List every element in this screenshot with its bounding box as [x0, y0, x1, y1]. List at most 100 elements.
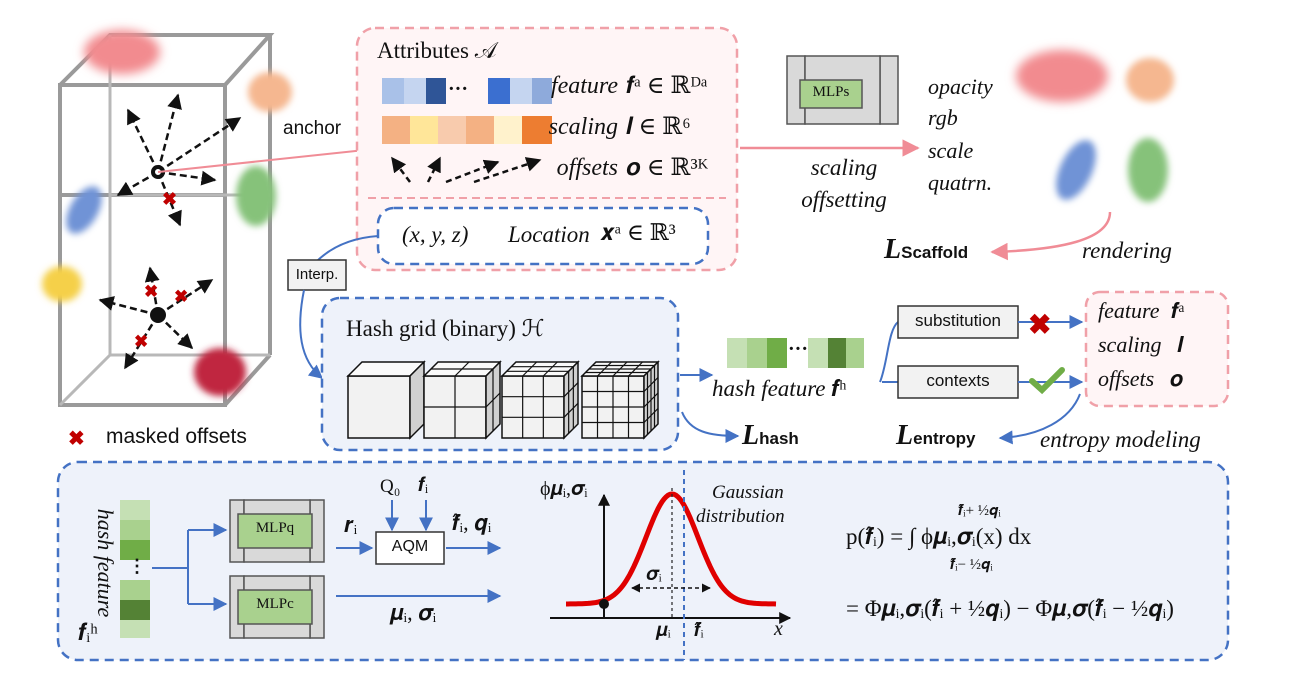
attributes-title: Attributes 𝒜: [377, 38, 497, 63]
fhat-label: 𝒇̂ᵢ: [694, 620, 704, 641]
location-math: 𝒙ᵃ ∈ ℝ³: [600, 220, 676, 245]
hash-cube-4: [580, 360, 660, 440]
scaling-label: scaling: [810, 155, 878, 180]
loss-entropy-main: L: [896, 420, 914, 451]
location-name: Location: [508, 222, 590, 247]
contexts-label: contexts: [926, 371, 990, 390]
output-opacity: opacity: [928, 74, 993, 99]
fih-label: 𝒇ᵢʰ: [78, 620, 98, 646]
svg-text:✖: ✖: [174, 287, 188, 307]
entropy-modeling-label: entropy modeling: [1040, 427, 1201, 452]
right-attr-feature: feature 𝒇ᵃ: [1098, 298, 1185, 324]
bottom-anchor-offsets: [98, 266, 214, 370]
offsets-math: 𝒐 ∈ ℝ³ᴷ: [626, 155, 709, 181]
right-attr-offsets: offsets 𝒐: [1098, 366, 1183, 392]
hash-grid-cubes: [346, 360, 660, 440]
right-attr-offsets-math: 𝒐: [1169, 366, 1184, 391]
right-attributes-box: [1084, 290, 1230, 408]
bottom-feature-column: [120, 500, 150, 638]
feature-bar: [382, 78, 552, 104]
scaling-name: scaling: [548, 114, 618, 140]
right-attr-scaling-name: scaling: [1098, 332, 1162, 357]
right-attr-scaling: scaling 𝒍: [1098, 332, 1183, 358]
aqm-box: [375, 531, 445, 565]
anchor-label: anchor: [283, 118, 342, 139]
substitution-label: substitution: [915, 311, 1001, 330]
mlp-c-label: MLPc: [256, 596, 294, 612]
eq2: = Φ𝝁ᵢ,𝝈ᵢ(𝒇̂ᵢ + ½𝒒ᵢ) − Φ𝝁,𝝈(𝒇̂ᵢ − ½𝒒ᵢ): [846, 596, 1174, 621]
svg-text:✖: ✖: [144, 282, 158, 302]
voxel-boxes: [58, 33, 275, 407]
offsetting-label: offsetting: [801, 187, 887, 212]
interp-line-out: [299, 289, 324, 379]
phi-axis-label: ϕ𝝁ᵢ,𝝈ᵢ: [540, 478, 588, 500]
hash-cube-1: [346, 360, 426, 440]
feature-name: feature: [550, 73, 618, 99]
anchor-link: [157, 149, 366, 173]
fhat-q-label: 𝒇̂ᵢ, 𝒒ᵢ: [452, 510, 492, 535]
loss-scaffold: LScaffold: [884, 234, 968, 266]
interp-line-in: [315, 235, 379, 263]
mu-sigma-label: 𝝁ᵢ, 𝝈ᵢ: [390, 600, 437, 625]
hash-loss-arrow: [681, 411, 740, 443]
offset-arrows: [391, 156, 542, 184]
hash-cube-3: [500, 360, 580, 440]
q0-label: Q₀: [380, 476, 401, 497]
aqm-label: AQM: [391, 538, 429, 555]
interp-box: [287, 259, 347, 291]
right-gaussians: [1016, 50, 1174, 202]
eq1: p(𝒇̂ᵢ) = ∫ ϕ𝝁ᵢ,𝝈ᵢ(x) dx: [846, 524, 1032, 549]
hash-feature-label: hash feature 𝒇ʰ: [712, 376, 847, 402]
mlp-q-label: MLPq: [255, 520, 295, 536]
loss-hash-sub: hash: [759, 429, 799, 448]
hash-feature-vertical: hash feature: [93, 508, 118, 618]
contexts-box: [897, 365, 1019, 399]
loss-hash-main: L: [742, 420, 760, 451]
scaling-math: 𝒍 ∈ ℝ⁶: [626, 114, 691, 140]
hash-feature-ellipsis: ···: [788, 338, 809, 360]
svg-text:✖: ✖: [134, 332, 148, 352]
top-anchor-offsets: [116, 93, 242, 227]
hash-cube-2: [422, 360, 502, 440]
right-attr-feature-math: 𝒇ᵃ: [1171, 298, 1185, 323]
hash-feature-name: hash feature: [712, 376, 826, 401]
x-axis-label: x: [774, 618, 783, 640]
loss-entropy-sub: entropy: [913, 429, 976, 448]
scaling-bar: [382, 116, 552, 144]
loss-scaffold-sub: Scaffold: [901, 243, 969, 262]
bottom-anchor-point: [150, 307, 166, 323]
output-scale: scale: [928, 138, 974, 163]
hash-grid-title: Hash grid (binary) ℋ: [346, 316, 545, 341]
mlp-c-block: [229, 575, 325, 639]
gaussian-label-2: distribution: [696, 506, 785, 527]
hash-feature-math: 𝒇ʰ: [831, 376, 847, 401]
right-attr-scaling-math: 𝒍: [1177, 332, 1184, 357]
loss-entropy: Lentropy: [896, 420, 975, 452]
reject-cross-icon: ✖: [1028, 308, 1051, 341]
entropy-model-panel: [56, 460, 1230, 662]
gaussian-plot: [550, 470, 792, 660]
rendering-arrow: [990, 211, 1112, 261]
interp-label: Interp.: [295, 266, 339, 283]
hash-feature-bar: [727, 338, 864, 368]
loss-scaffold-main: L: [884, 234, 902, 265]
masked-crosses-bottom: ✖ ✖ ✖: [134, 282, 188, 352]
mu-label: 𝝁ᵢ: [656, 620, 671, 641]
right-attr-offsets-name: offsets: [1098, 366, 1155, 391]
offsets-name: offsets: [556, 155, 618, 181]
mlps-block: [786, 55, 899, 125]
fi-label: 𝒇ᵢ: [418, 474, 429, 496]
eq1-lower: 𝒇̂ᵢ− ½𝒒ᵢ: [950, 557, 993, 573]
eq1-upper: 𝒇̂ᵢ+ ½𝒒ᵢ: [958, 503, 1001, 519]
loss-hash: Lhash: [742, 420, 799, 452]
mlp-q-block: [229, 499, 325, 563]
left-gaussians: [42, 30, 292, 396]
output-quatrn: quatrn.: [928, 170, 993, 195]
mlps-label: MLPs: [812, 84, 850, 100]
feature-math: 𝒇ᵃ ∈ ℝᴰᵃ: [626, 73, 708, 99]
output-rgb: rgb: [928, 105, 958, 130]
legend-cross-icon: ✖: [68, 426, 85, 450]
location-coords: (x, y, z): [402, 222, 469, 247]
to-substitution-line: [879, 321, 899, 383]
